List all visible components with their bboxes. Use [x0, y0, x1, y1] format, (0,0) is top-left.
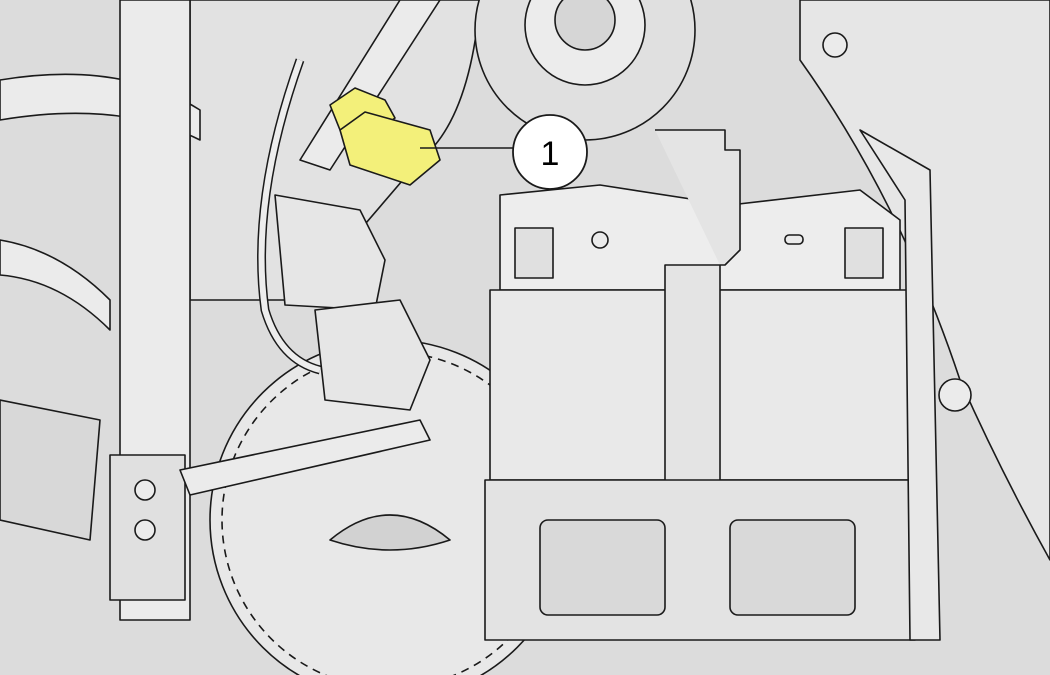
relay-connector [274, 194, 386, 311]
frame-tube [0, 239, 111, 331]
swingarm-link [179, 419, 431, 496]
side-bracket [859, 129, 941, 641]
starter-relay [314, 299, 431, 411]
tray-cutout [729, 519, 856, 616]
tray-cutout [539, 519, 666, 616]
negative-terminal-icon [784, 234, 804, 245]
callout-circle [512, 114, 588, 190]
bolt-head [134, 479, 156, 501]
screw-head [822, 32, 848, 58]
positive-terminal-icon [591, 231, 609, 249]
pulley [474, 0, 696, 141]
callout-number: 1 [541, 135, 560, 173]
screw-head [938, 378, 972, 412]
bolt-head [134, 519, 156, 541]
footpeg [0, 399, 101, 541]
highlighted-connector [329, 87, 441, 186]
